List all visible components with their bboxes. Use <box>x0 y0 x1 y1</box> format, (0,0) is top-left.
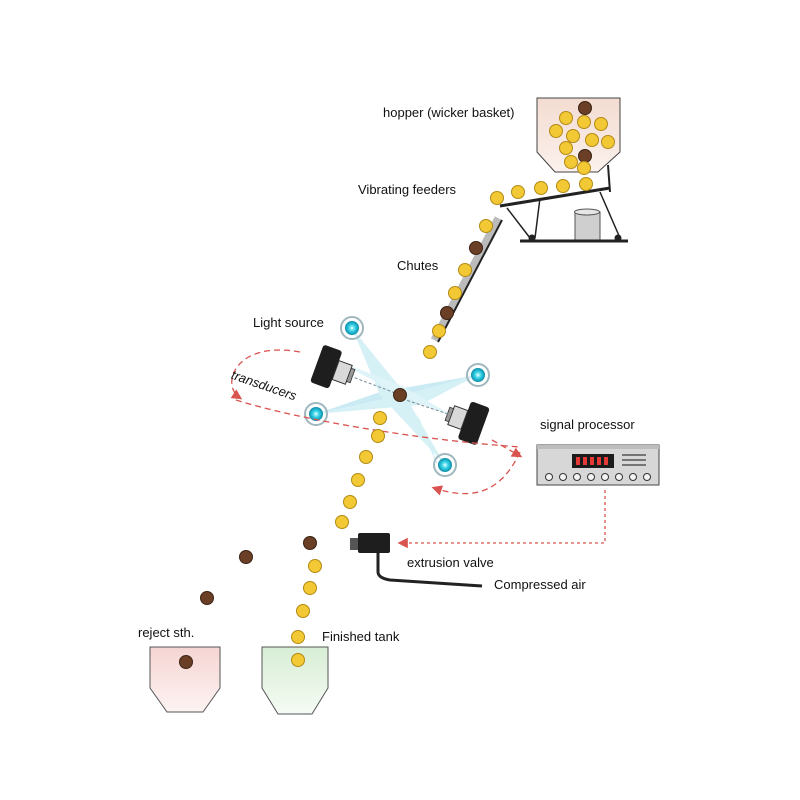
good-bean <box>303 581 317 595</box>
vibrating-feeder <box>499 164 628 243</box>
signal-processor <box>536 444 660 486</box>
good-bean <box>559 111 573 125</box>
good-bean <box>534 181 548 195</box>
finished-tank-label: Finished tank <box>322 629 400 644</box>
defective-bean <box>179 655 193 669</box>
signal-loops <box>230 349 523 496</box>
light-source-label: Light source <box>253 315 324 330</box>
good-bean <box>490 191 504 205</box>
reject-tank <box>149 646 221 713</box>
good-bean <box>594 117 608 131</box>
defective-bean <box>469 241 483 255</box>
good-bean <box>458 263 472 277</box>
good-bean <box>549 124 563 138</box>
good-bean <box>511 185 525 199</box>
good-bean <box>291 630 305 644</box>
light-source-top <box>340 316 364 340</box>
good-bean <box>601 135 615 149</box>
good-bean <box>564 155 578 169</box>
good-bean <box>579 177 593 191</box>
good-bean <box>291 653 305 667</box>
light-source-right <box>466 363 490 387</box>
good-bean <box>577 115 591 129</box>
reject-label: reject sth. <box>138 625 195 640</box>
light-source-left <box>304 402 328 426</box>
compressed-air-label: Compressed air <box>494 577 586 592</box>
good-bean <box>479 219 493 233</box>
good-bean <box>432 324 446 338</box>
good-bean <box>559 141 573 155</box>
good-bean <box>556 179 570 193</box>
transducer-camera-left <box>310 345 356 389</box>
good-bean <box>448 286 462 300</box>
extrusion-valve-label: extrusion valve <box>407 555 494 570</box>
good-bean <box>585 133 599 147</box>
good-bean <box>373 411 387 425</box>
vibrating-feeders-label: Vibrating feeders <box>358 182 457 197</box>
good-bean <box>296 604 310 618</box>
extrusion-valve <box>350 533 483 588</box>
good-bean <box>423 345 437 359</box>
good-bean <box>351 473 365 487</box>
defective-bean <box>239 550 253 564</box>
chutes-label: Chutes <box>397 258 439 273</box>
defective-bean <box>440 306 454 320</box>
good-bean <box>566 129 580 143</box>
defective-bean <box>303 536 317 550</box>
good-bean <box>577 161 591 175</box>
transducer-camera-right <box>444 401 490 445</box>
good-bean <box>359 450 373 464</box>
good-bean <box>371 429 385 443</box>
good-bean <box>308 559 322 573</box>
signal-processor-label: signal processor <box>540 417 635 432</box>
defective-bean <box>393 388 407 402</box>
good-bean <box>335 515 349 529</box>
beans <box>179 101 615 669</box>
defective-bean <box>578 101 592 115</box>
good-bean <box>343 495 357 509</box>
defective-bean <box>578 149 592 163</box>
light-source-bottom <box>433 453 457 477</box>
chute <box>430 216 503 343</box>
hopper-label: hopper (wicker basket) <box>383 105 515 120</box>
finished-tank <box>261 646 329 715</box>
defective-bean <box>200 591 214 605</box>
detection-lines <box>349 375 449 415</box>
processor-to-valve-line <box>397 490 606 549</box>
